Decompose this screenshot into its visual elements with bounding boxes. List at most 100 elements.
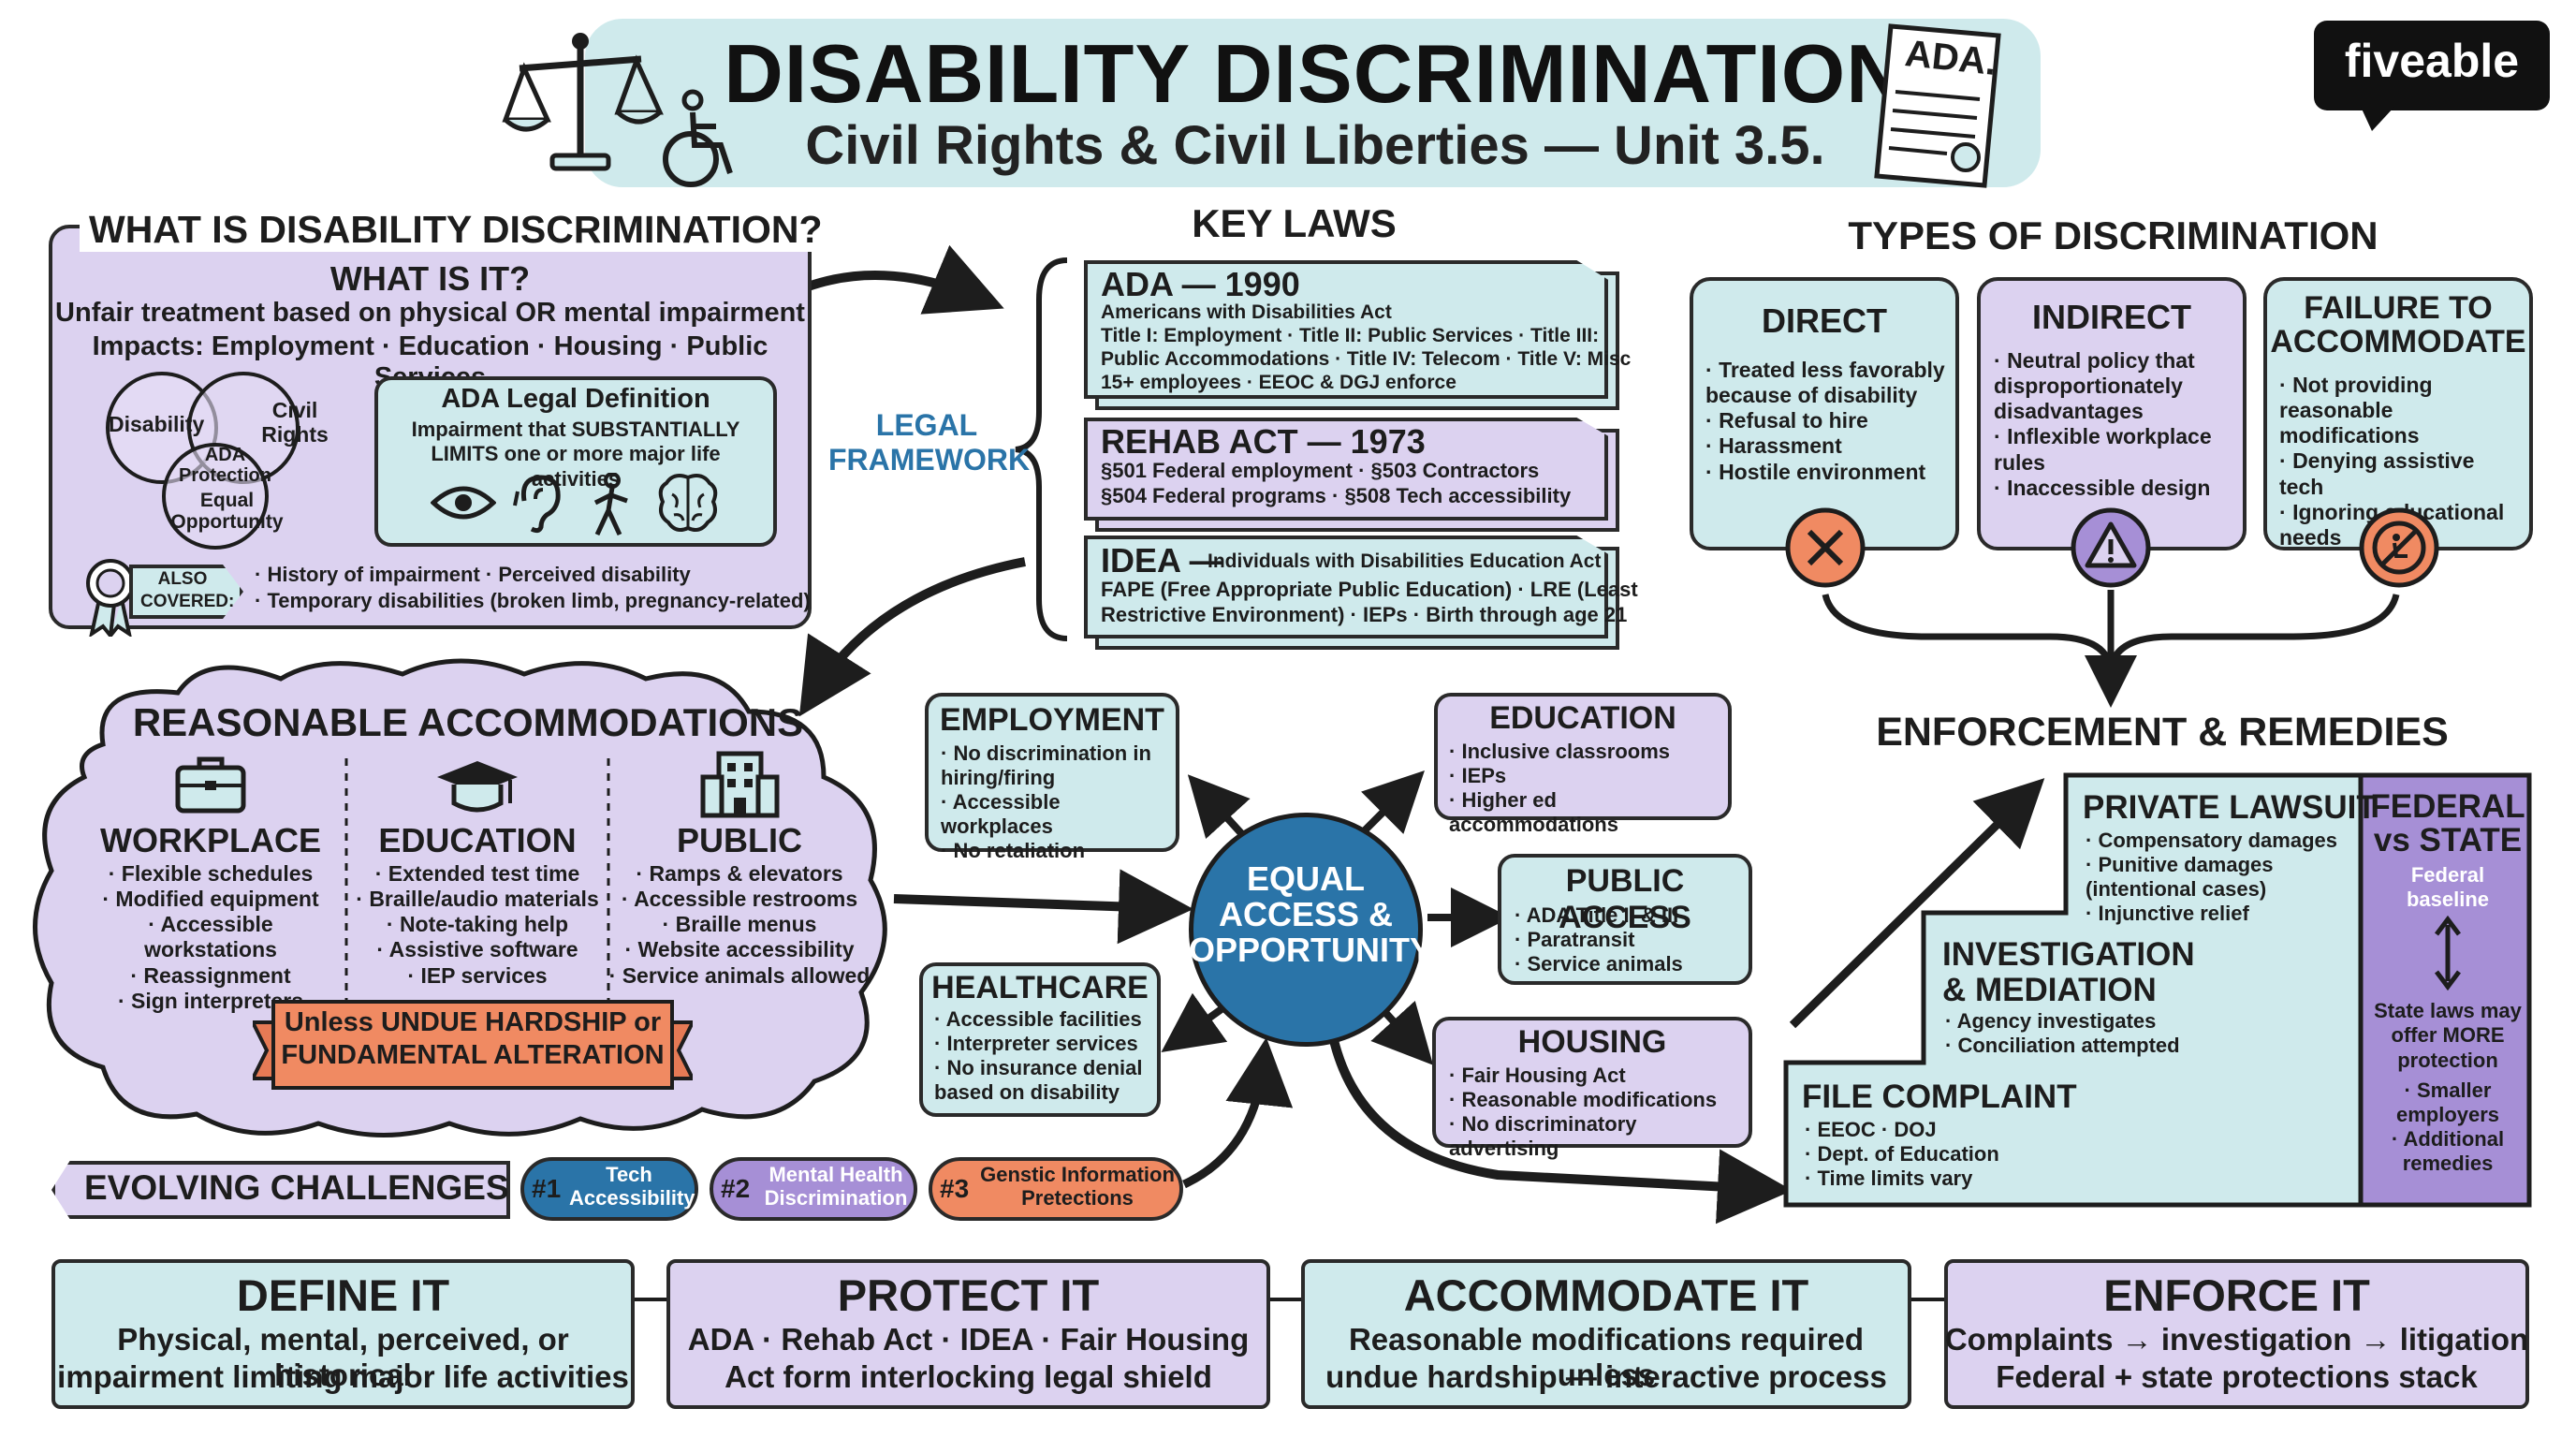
hub-public-access-list: ADA Title II & III Paratransit Service a… bbox=[1515, 903, 1747, 976]
idea-law-line2: Restrictive Environment) · IEPs · Birth … bbox=[1101, 603, 1628, 626]
up-down-arrow-icon bbox=[2435, 916, 2461, 990]
venn-disability-label: Disability bbox=[109, 412, 205, 436]
list-item: Reasonable modifications bbox=[1449, 1088, 1749, 1112]
list-item: Injunctive relief bbox=[2086, 902, 2357, 926]
list-item: Neutral policy that disproportionately d… bbox=[1994, 348, 2239, 424]
failure-title-line1: FAILURE TO bbox=[2304, 290, 2493, 326]
challenge-genetic-label: Genstic Information Pretections bbox=[980, 1163, 1175, 1211]
list-item: Modified equipment bbox=[84, 887, 337, 912]
what-is-title: WHAT IS DISABILITY DISCRIMINATION? bbox=[80, 208, 832, 252]
file-complaint-title: FILE COMPLAINT bbox=[1802, 1078, 2077, 1115]
accommodations-public-title: PUBLIC bbox=[677, 821, 802, 859]
x-circle-icon bbox=[1785, 507, 1866, 588]
challenges-label-tag bbox=[51, 1161, 510, 1219]
fed-state-baseline: Federal baseline bbox=[2406, 863, 2490, 912]
eye-icon bbox=[431, 486, 496, 520]
list-item: Accessible facilities bbox=[934, 1007, 1155, 1032]
accommodations-title: REASONABLE ACCOMMODATIONS bbox=[132, 700, 804, 744]
page-title: DISABILITY DISCRIMINATION bbox=[724, 27, 1907, 120]
footer-define-title: DEFINE IT bbox=[236, 1270, 450, 1320]
list-item: No insurance denial based on disability bbox=[934, 1056, 1155, 1105]
fed-state-title-line1: FEDERAL bbox=[2370, 788, 2525, 825]
list-item: Flexible schedules bbox=[84, 861, 337, 887]
hub-employment-list: No discrimination in hiring/firing Acces… bbox=[941, 741, 1173, 863]
private-lawsuit-title: PRIVATE LAWSUIT bbox=[2083, 789, 2377, 826]
investigation-list: Agency investigates Conciliation attempt… bbox=[1945, 1009, 2273, 1058]
ada-law-line3: Public Accommodations · Title IV: Teleco… bbox=[1101, 348, 1632, 370]
rehab-law-line1: §501 Federal employment · §503 Contracto… bbox=[1101, 459, 1540, 482]
ada-definition-title: ADA Legal Definition bbox=[441, 384, 710, 414]
list-item: No retaliation bbox=[941, 839, 1173, 863]
ribbon-badge-icon bbox=[86, 559, 135, 637]
footer-protect-line1: ADA · Rehab Act · IDEA · Fair Housing bbox=[687, 1322, 1250, 1357]
idea-law-line1: FAPE (Free Appropriate Public Education)… bbox=[1101, 578, 1638, 601]
list-item: Braille/audio materials bbox=[346, 887, 608, 912]
ada-law-title: ADA — 1990 bbox=[1101, 265, 1300, 303]
fed-state-more-protection: State laws may offer MORE protection bbox=[2374, 999, 2522, 1072]
arrow-types-merge bbox=[1822, 594, 2115, 675]
legal-framework-label: LEGAL FRAMEWORK bbox=[828, 408, 1031, 477]
hub-education-list: Inclusive classrooms IEPs Higher ed acco… bbox=[1449, 740, 1725, 837]
hub-housing-title: HOUSING bbox=[1517, 1024, 1667, 1060]
venn-civil-rights-label: Civil Rights bbox=[261, 398, 329, 448]
list-item: Note-taking help bbox=[346, 912, 608, 937]
what-is-definition: Unfair treatment based on physical OR me… bbox=[55, 298, 805, 328]
brain-icon bbox=[658, 474, 718, 532]
venn-ada-label: ADA Protection bbox=[179, 445, 271, 486]
fiveable-logo: fiveable bbox=[2314, 21, 2550, 131]
challenge-mental-health-pill bbox=[710, 1157, 917, 1221]
list-item: Service animals bbox=[1515, 952, 1747, 976]
list-item: No discrimination in hiring/firing bbox=[941, 741, 1173, 790]
ada-law-line4: 15+ employees · EEOC & DGJ enforce bbox=[1101, 372, 1456, 393]
list-item: Inclusive classrooms bbox=[1449, 740, 1725, 764]
list-item: EEOC · DOJ bbox=[1805, 1118, 2086, 1142]
hub-line1: EQUAL bbox=[1247, 859, 1365, 898]
hub-healthcare-list: Accessible facilities Interpreter servic… bbox=[934, 1007, 1155, 1105]
challenges-label: EVOLVING CHALLENGES → bbox=[84, 1168, 553, 1207]
list-item: Hostile environment bbox=[1705, 460, 1951, 485]
ada-law-line1: Americans with Disabilities Act bbox=[1101, 301, 1392, 323]
list-item: Additional remedies bbox=[2368, 1127, 2527, 1176]
list-item: Inaccessible design bbox=[1994, 476, 2239, 501]
types-title: TYPES OF DISCRIMINATION bbox=[1848, 213, 2378, 257]
accommodations-workplace-list: Flexible schedules Modified equipment Ac… bbox=[84, 861, 337, 1014]
challenge-tech-label: Tech Accessibility bbox=[569, 1163, 695, 1211]
list-item: Service animals allowed bbox=[608, 963, 871, 989]
list-item: Accessible workstations bbox=[84, 912, 337, 962]
briefcase-icon bbox=[175, 756, 246, 814]
footer-accommodate-line2: undue hardship — interactive process bbox=[1325, 1359, 1887, 1394]
hub-line2: ACCESS & bbox=[1218, 895, 1394, 933]
footer-protect-card bbox=[666, 1259, 1270, 1409]
arrow-complaint-to-lawsuit bbox=[1789, 778, 2045, 1029]
fed-state-title-line2: vs STATE bbox=[2373, 822, 2523, 858]
list-item: Higher ed accommodations bbox=[1449, 788, 1725, 837]
list-item: Paratransit bbox=[1515, 928, 1747, 952]
hub-housing-list: Fair Housing Act Reasonable modification… bbox=[1449, 1064, 1749, 1161]
challenge-mental-health-label: Mental Health Discrimination bbox=[764, 1163, 908, 1211]
legal-framework-brace bbox=[1015, 257, 1068, 641]
accommodations-public-list: Ramps & elevators Accessible restrooms B… bbox=[608, 861, 871, 989]
list-item: IEP services bbox=[346, 963, 608, 989]
building-icon bbox=[700, 751, 780, 818]
footer-define-card bbox=[51, 1259, 635, 1409]
list-item: Time limits vary bbox=[1805, 1167, 2086, 1191]
scales-of-justice-icon bbox=[502, 33, 664, 171]
indirect-title: INDIRECT bbox=[2032, 298, 2191, 336]
list-item: Accessible workplaces bbox=[941, 790, 1173, 839]
ada-law-card bbox=[1084, 260, 1608, 399]
direct-list: Treated less favorably because of disabi… bbox=[1705, 358, 1951, 485]
list-item: Harassment bbox=[1705, 433, 1951, 459]
footer-enforce-line1: Complaints → investigation → litigation bbox=[1944, 1322, 2529, 1357]
list-item: Refusal to hire bbox=[1705, 408, 1951, 433]
failure-title-line2: ACCOMMODATE bbox=[2270, 324, 2526, 360]
arrow-challenges-to-hub bbox=[1182, 1037, 1294, 1189]
direct-title: DIRECT bbox=[1762, 301, 1887, 340]
page-subtitle: Civil Rights & Civil Liberties — Unit 3.… bbox=[805, 115, 1825, 176]
hub-healthcare-title: HEALTHCARE bbox=[931, 970, 1149, 1005]
hub-employment-title: EMPLOYMENT bbox=[940, 702, 1164, 738]
undue-hardship-line1: Unless UNDUE HARDSHIP or bbox=[284, 1007, 662, 1037]
undue-hardship-line2: FUNDAMENTAL ALTERATION bbox=[281, 1040, 665, 1070]
wheelchair-icon bbox=[663, 89, 733, 187]
footer-accommodate-card bbox=[1301, 1259, 1911, 1409]
list-item: Braille menus bbox=[608, 912, 871, 937]
